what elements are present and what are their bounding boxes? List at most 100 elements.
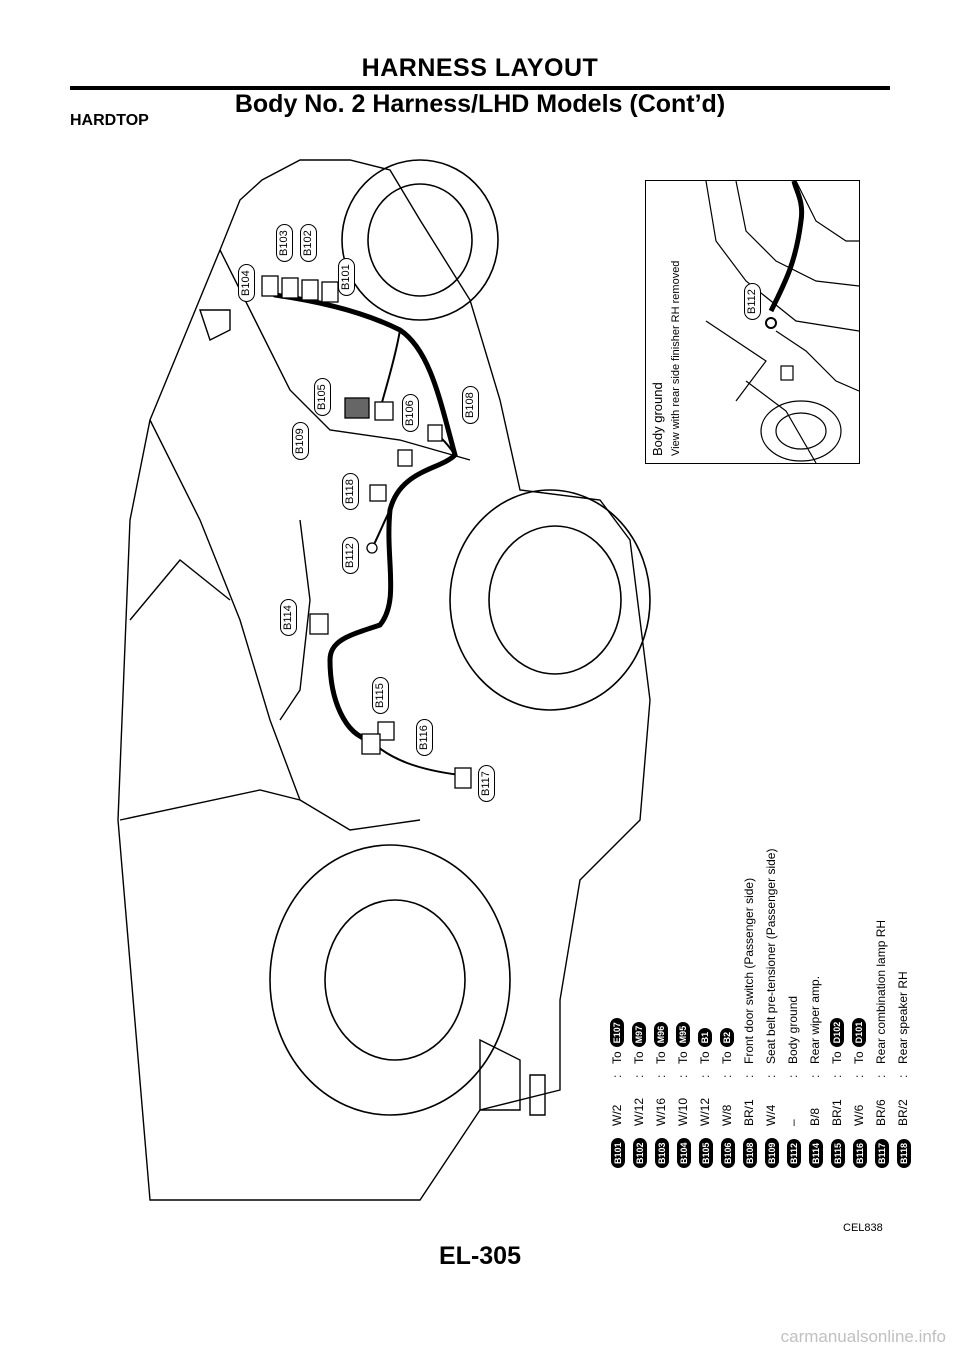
legend-code-tag: B114 (808, 1138, 823, 1168)
legend-code-tag: B117 (874, 1138, 889, 1168)
legend-description: Rear wiper amp. (808, 976, 822, 1064)
legend-colon: : (632, 1074, 646, 1078)
legend-row: B112–:Body ground (782, 608, 804, 1168)
tag-b103: B103 (276, 224, 293, 262)
legend-target-tag: E107 (610, 1018, 624, 1048)
legend-description: To M96 (654, 1021, 668, 1064)
connector-b109 (397, 449, 413, 467)
connector-b115 (377, 721, 395, 741)
connector-b101 (321, 281, 339, 303)
tag-b104: B104 (238, 264, 255, 302)
legend-row: B101 W/2: To E107 (606, 608, 628, 1168)
legend-code-tag: B102 (632, 1138, 647, 1168)
legend-desc-text: Seat belt pre-tensioner (Passenger side) (764, 848, 778, 1064)
connectors (261, 275, 472, 789)
legend-row: B109 W/4: Seat belt pre-tensioner (Passeng… (760, 608, 782, 1168)
figure-code: CEL838 (843, 1222, 883, 1234)
legend-desc-text: Rear combination lamp RH (874, 919, 888, 1064)
tag-b116: B116 (416, 719, 433, 756)
legend-target-tag: M97 (632, 1021, 646, 1048)
legend-target-tag: B2 (720, 1027, 734, 1048)
legend-prefix: To (720, 1051, 734, 1064)
legend-code-tag: B109 (764, 1138, 779, 1168)
legend-wire: W/6 (852, 1104, 866, 1126)
legend-wire: W/12 (632, 1097, 646, 1126)
legend-colon: : (808, 1074, 822, 1078)
tag-b102: B102 (300, 224, 317, 262)
legend-code-tag: B105 (698, 1138, 713, 1168)
legend-target-tag: D101 (852, 1017, 866, 1048)
legend-wire: W/2 (610, 1104, 624, 1126)
connector-b105 (344, 397, 370, 419)
legend-description: To D101 (852, 1017, 866, 1064)
legend-description: Rear combination lamp RH (874, 920, 888, 1064)
legend-target-tag: B1 (698, 1027, 712, 1048)
connector-b118 (369, 484, 387, 502)
header-title: HARNESS LAYOUT (361, 54, 599, 82)
legend-code-tag: B108 (742, 1138, 757, 1168)
legend-desc-text: Front door switch (Passenger side) (742, 877, 756, 1064)
legend-description: Seat belt pre-tensioner (Passenger side) (764, 849, 778, 1064)
legend-target-tag: M95 (676, 1021, 690, 1048)
legend-code-tag: B116 (852, 1138, 867, 1168)
legend-prefix: To (676, 1051, 690, 1064)
legend-description: To E107 (610, 1018, 624, 1064)
legend-wire: W/4 (764, 1104, 778, 1126)
legend-code-tag: B118 (896, 1138, 911, 1168)
legend-prefix: To (654, 1051, 668, 1064)
legend-description: Rear speaker RH (896, 971, 910, 1064)
connector-b103 (281, 277, 299, 299)
watermark: carmanualsonline.info (780, 1327, 946, 1346)
legend-colon: : (742, 1074, 756, 1078)
legend-description: To M95 (676, 1021, 690, 1064)
legend-desc-text: Rear wiper amp. (808, 975, 822, 1064)
tag-b114: B114 (280, 599, 297, 636)
connector-b116 (361, 733, 381, 755)
connector-b104 (261, 275, 279, 297)
legend-wire: BR/1 (830, 1099, 844, 1126)
connector-b108 (427, 424, 443, 442)
legend-wire: BR/2 (896, 1099, 910, 1126)
legend-target-tag: M96 (654, 1021, 668, 1048)
legend-prefix: To (830, 1051, 844, 1064)
legend-colon: : (896, 1074, 910, 1078)
legend-colon: : (698, 1074, 712, 1078)
legend-prefix: To (852, 1051, 866, 1064)
legend-code-tag: B101 (610, 1138, 625, 1168)
tag-b115: B115 (372, 677, 389, 714)
legend-colon: : (764, 1074, 778, 1078)
tag-b108: B108 (462, 386, 479, 424)
legend-code-tag: B103 (654, 1138, 669, 1168)
legend-colon: : (610, 1074, 624, 1078)
legend-row: B116 W/6: To D101 (848, 608, 870, 1168)
connector-b102 (301, 279, 319, 301)
legend-prefix: To (610, 1051, 624, 1064)
vehicle-body-outline (117, 159, 651, 1201)
legend-code-tag: B104 (676, 1138, 691, 1168)
legend-desc-text: Rear speaker RH (896, 971, 910, 1064)
connector-b114 (309, 613, 329, 635)
tag-b106: B106 (402, 394, 419, 432)
legend-code-tag: B106 (720, 1138, 735, 1168)
legend-wire: BR/6 (874, 1099, 888, 1126)
legend-colon: : (830, 1074, 844, 1078)
legend-wire: W/8 (720, 1104, 734, 1126)
header-rule (70, 86, 890, 90)
inset-drawing (705, 181, 859, 463)
tag-b109: B109 (292, 422, 309, 460)
legend-colon: : (852, 1074, 866, 1078)
legend-wire: W/12 (698, 1097, 712, 1126)
tag-b118: B118 (342, 473, 359, 510)
connector-b117 (454, 767, 472, 789)
legend-desc-text: Body ground (786, 995, 800, 1064)
legend-wire: B/8 (808, 1107, 822, 1126)
